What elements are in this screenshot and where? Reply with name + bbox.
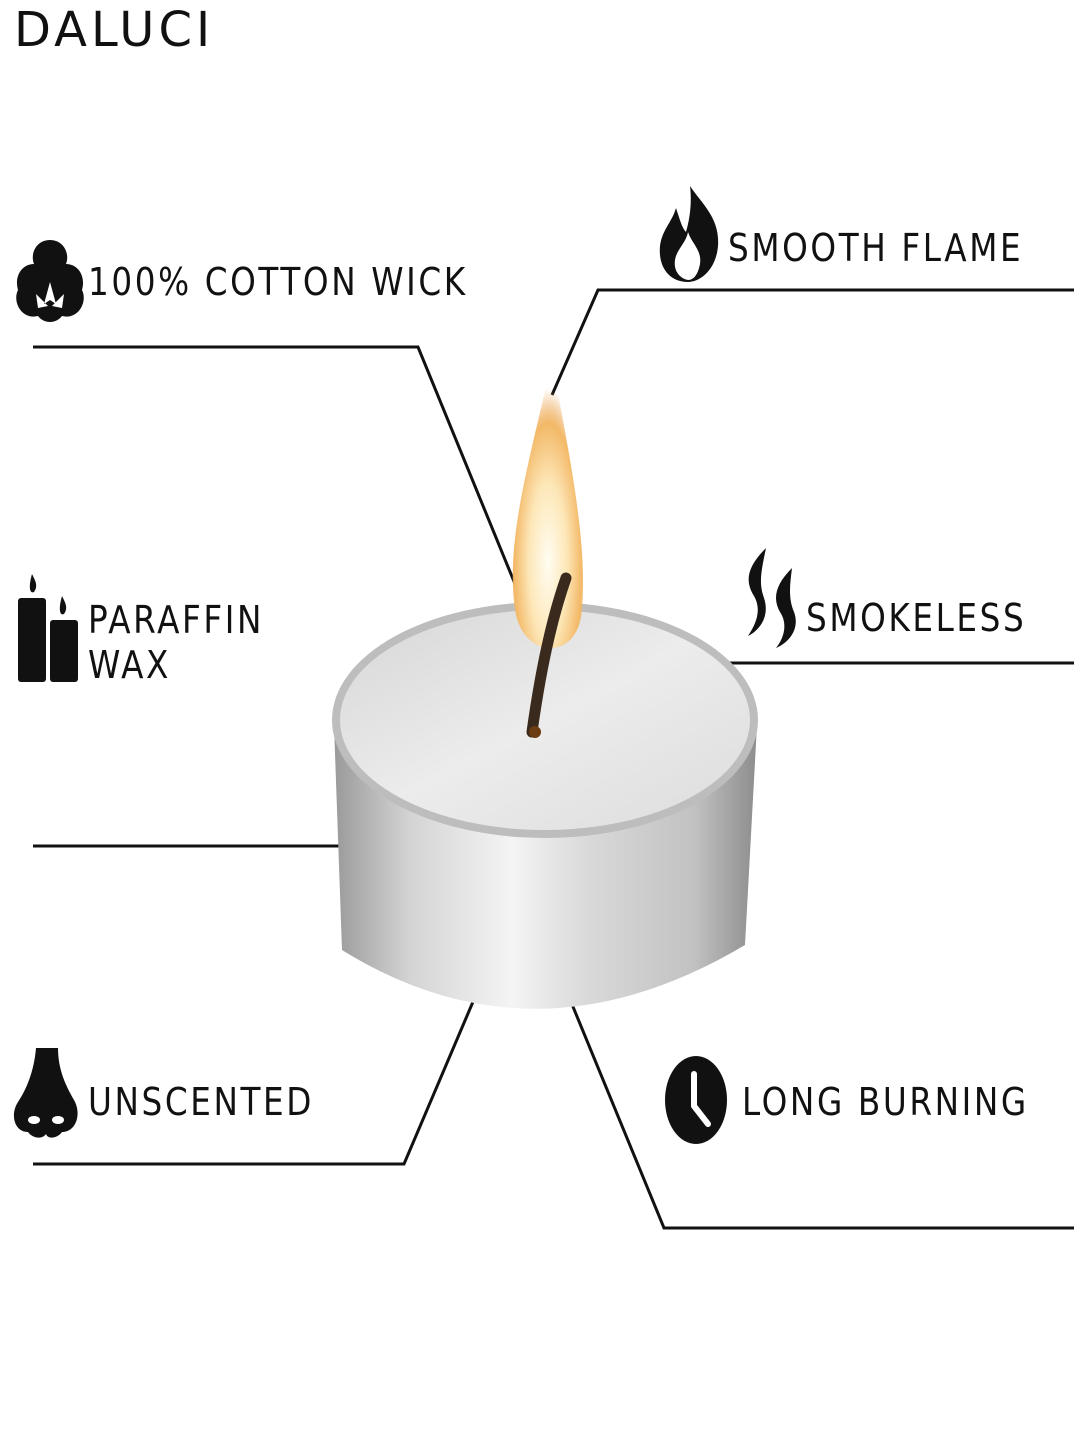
nose-icon bbox=[13, 1048, 78, 1138]
cotton-icon bbox=[16, 240, 84, 322]
paraffin-wax-label-line1: PARAFFIN bbox=[88, 598, 265, 642]
leader-line-cotton-wick bbox=[33, 345, 542, 646]
paraffin-wax-label-line2: WAX bbox=[88, 642, 172, 687]
smooth-flame-label: SMOOTH FLAME bbox=[728, 226, 1024, 270]
paraffin-wax-label: PARAFFIN WAX bbox=[88, 598, 264, 688]
cotton-wick-label: 100% COTTON WICK bbox=[88, 260, 468, 304]
leader-line-long-burning bbox=[560, 979, 1074, 1230]
leader-line-unscented bbox=[33, 989, 480, 1166]
tealight-candle bbox=[332, 360, 758, 1009]
candles-icon bbox=[18, 574, 78, 682]
long-burning-icon bbox=[664, 1054, 728, 1146]
smokeless-label: SMOKELESS bbox=[806, 596, 1027, 640]
smokeless-icon bbox=[740, 546, 806, 650]
brand-logo: DALUCI bbox=[14, 2, 215, 58]
paraffin-wax-icon bbox=[16, 574, 80, 686]
cotton-wick-icon bbox=[14, 236, 86, 322]
flame-icon bbox=[659, 186, 719, 282]
leader-line-smooth-flame bbox=[550, 288, 1074, 396]
clock-icon bbox=[665, 1056, 727, 1144]
smoke-icon bbox=[748, 548, 796, 648]
unscented-icon bbox=[12, 1046, 80, 1140]
long-burning-label: LONG BURNING bbox=[742, 1080, 1029, 1124]
smooth-flame-icon bbox=[656, 184, 726, 284]
unscented-label: UNSCENTED bbox=[88, 1080, 315, 1124]
